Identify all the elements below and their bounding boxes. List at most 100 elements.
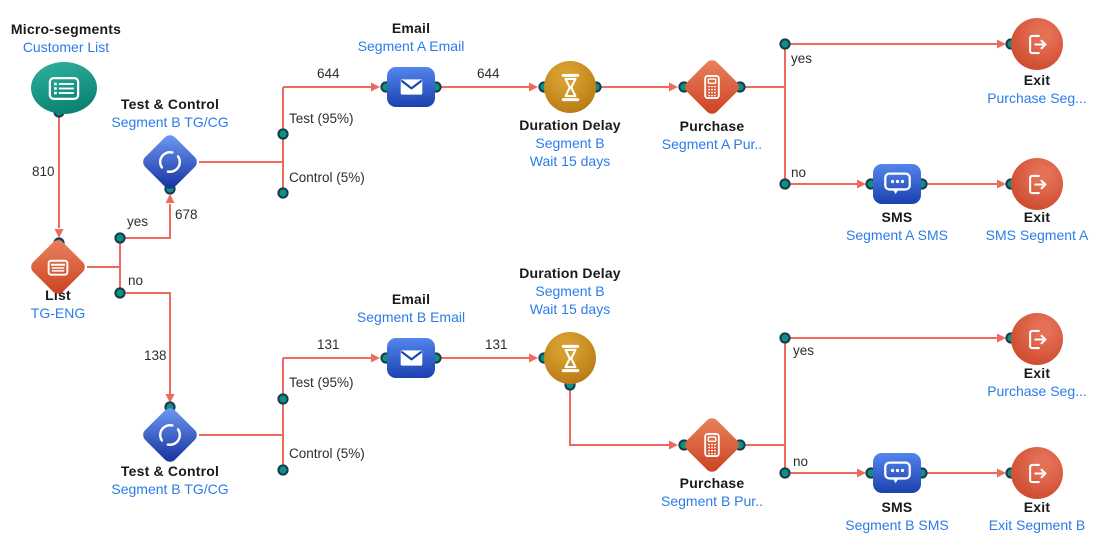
node-subtitle: Segment A Pur..	[661, 136, 763, 152]
edge-label-test-bottom: Test (95%)	[289, 375, 354, 390]
ab-test-icon	[158, 150, 182, 174]
node-title: Duration Delay	[519, 117, 621, 133]
edge-delay-to-purchase-bottom	[569, 390, 669, 446]
node-title: Exit	[1023, 209, 1051, 225]
node-label-customer-list: Micro-segments Customer List	[11, 20, 121, 56]
arrowhead	[529, 353, 538, 363]
node-subtitle: Customer List	[22, 39, 110, 55]
node-duration-delay-bottom[interactable]	[544, 332, 596, 384]
edge-label-control-top: Control (5%)	[289, 170, 365, 185]
connector-dot[interactable]	[277, 128, 289, 140]
node-duration-delay-top[interactable]	[544, 61, 596, 113]
node-sms-top[interactable]	[873, 164, 921, 204]
node-label-email-bottom: Email Segment B Email	[357, 290, 465, 326]
arrowhead	[669, 440, 678, 450]
arrowhead	[165, 394, 175, 403]
exit-icon	[1028, 174, 1046, 194]
node-exit-purchase-a[interactable]	[1011, 18, 1063, 70]
node-exit-purchase-b[interactable]	[1011, 313, 1063, 365]
arrowhead	[529, 82, 538, 92]
node-customer-list[interactable]	[31, 62, 97, 114]
sms-icon	[883, 461, 911, 484]
connector-dot[interactable]	[277, 187, 289, 199]
connector-dot[interactable]	[779, 38, 791, 50]
connector-dot[interactable]	[114, 232, 126, 244]
node-label-sms-top: SMS Segment A SMS	[846, 208, 948, 244]
exit-icon	[1028, 34, 1046, 54]
connector-dot[interactable]	[277, 393, 289, 405]
node-list[interactable]	[28, 237, 88, 297]
node-exit-sms-a[interactable]	[1011, 158, 1063, 210]
node-title: Test & Control	[120, 96, 220, 112]
arrowhead	[857, 179, 866, 189]
node-subtitle: Segment B TG/CG	[111, 114, 229, 130]
arrowhead	[669, 82, 678, 92]
node-exit-segment-b[interactable]	[1011, 447, 1063, 499]
pos-terminal-icon	[704, 432, 720, 457]
connector-dot[interactable]	[779, 332, 791, 344]
arrowhead	[857, 468, 866, 478]
edge-lines	[58, 43, 997, 474]
arrowhead	[997, 468, 1006, 478]
node-subtitle: Segment A SMS	[846, 227, 948, 243]
node-purchase-bottom[interactable]	[682, 415, 742, 475]
arrowhead	[997, 39, 1006, 49]
node-title: Exit	[1023, 499, 1051, 515]
edge-label-131-1: 131	[317, 337, 340, 352]
node-title: Purchase	[679, 475, 745, 491]
arrowhead	[997, 179, 1006, 189]
node-label-exit-segment-b: Exit Exit Segment B	[989, 498, 1086, 534]
node-subtitle: TG-ENG	[30, 305, 86, 321]
edge-label-no-bottom: no	[793, 454, 809, 469]
node-email-bottom[interactable]	[387, 338, 435, 378]
edge-label-644-2: 644	[477, 66, 500, 81]
node-title: Purchase	[679, 118, 745, 134]
node-title: Email	[391, 291, 431, 307]
node-label-test-control-top: Test & Control Segment B TG/CG	[111, 95, 228, 131]
node-title: SMS	[881, 209, 913, 225]
edge-label-yes-list: yes	[127, 214, 149, 229]
node-subtitle: Purchase Seg...	[987, 90, 1087, 106]
node-test-control-top[interactable]	[140, 132, 200, 192]
node-label-duration-delay-bottom: Duration Delay Segment B Wait 15 days	[519, 264, 621, 318]
pos-terminal-icon	[704, 74, 720, 99]
edge-label-control-bottom: Control (5%)	[289, 446, 365, 461]
node-subtitle: Segment B Wait 15 days	[529, 283, 611, 317]
node-label-duration-delay-top: Duration Delay Segment B Wait 15 days	[519, 116, 621, 170]
node-label-exit-sms-a: Exit SMS Segment A	[986, 208, 1089, 244]
connector-dot[interactable]	[277, 464, 289, 476]
arrowhead	[54, 229, 64, 238]
node-label-test-control-bottom: Test & Control Segment B TG/CG	[111, 462, 228, 498]
node-email-top[interactable]	[387, 67, 435, 107]
arrowhead	[371, 82, 380, 92]
node-title: Test & Control	[120, 463, 220, 479]
email-icon	[400, 79, 422, 95]
arrowhead	[997, 333, 1006, 343]
arrowheads	[54, 39, 1006, 478]
arrowhead	[165, 194, 175, 203]
exit-icon	[1028, 329, 1046, 349]
node-subtitle: Segment B Email	[356, 309, 466, 325]
connector-dot[interactable]	[779, 178, 791, 190]
node-title: Email	[391, 20, 431, 36]
node-subtitle: Segment B Wait 15 days	[529, 135, 611, 169]
connector-dot[interactable]	[779, 467, 791, 479]
node-subtitle: Segment B SMS	[845, 517, 949, 533]
node-title: Micro-segments	[10, 21, 122, 37]
node-test-control-bottom[interactable]	[140, 405, 200, 465]
node-subtitle: Segment B Pur..	[661, 493, 763, 509]
node-subtitle: Exit Segment B	[988, 517, 1086, 533]
edge-label-test-top: Test (95%)	[289, 111, 354, 126]
connector-dot[interactable]	[114, 287, 126, 299]
node-subtitle: Segment A Email	[357, 38, 465, 54]
list-diamond-icon	[47, 259, 69, 275]
node-title: Exit	[1023, 72, 1051, 88]
node-purchase-top[interactable]	[682, 57, 742, 117]
edge-label-131-2: 131	[485, 337, 508, 352]
node-sms-bottom[interactable]	[873, 453, 921, 493]
node-title: Duration Delay	[519, 265, 621, 281]
edge-list-split	[87, 238, 121, 293]
hourglass-icon	[561, 73, 579, 101]
node-label-exit-purchase-a: Exit Purchase Seg...	[987, 71, 1087, 107]
node-title: Exit	[1023, 365, 1051, 381]
